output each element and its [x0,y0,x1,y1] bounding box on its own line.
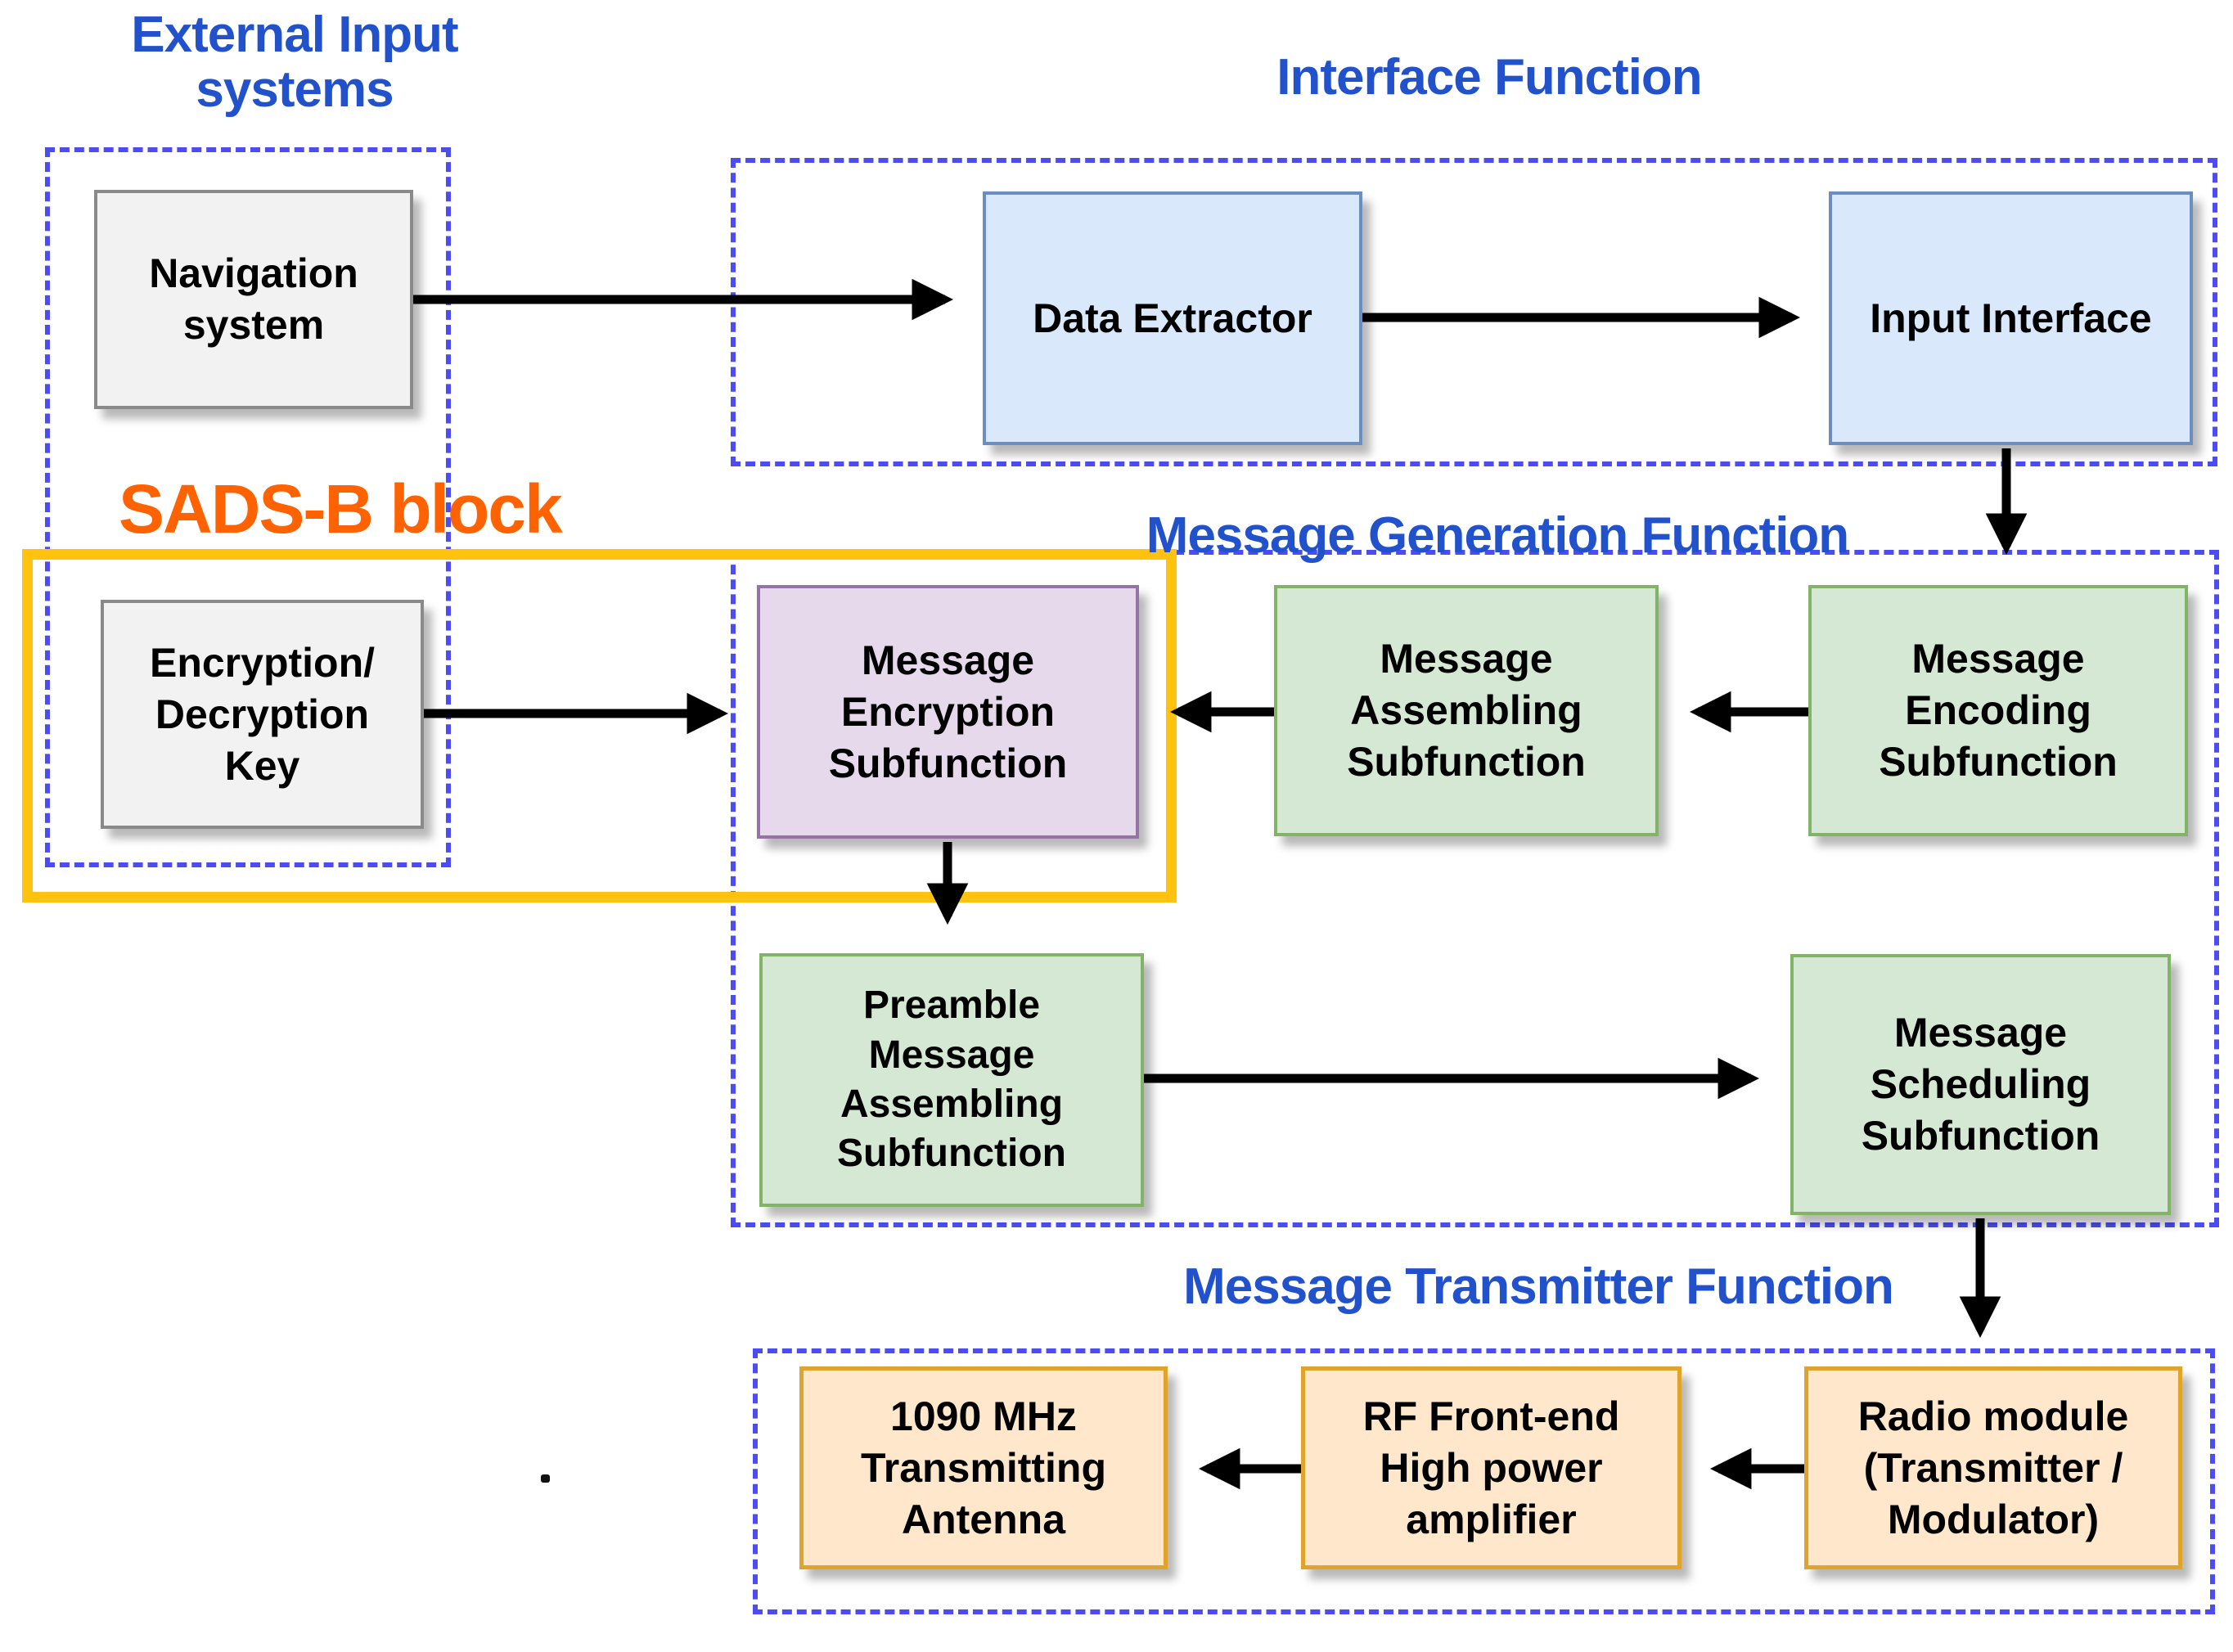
interface-function-group-box [731,158,2217,466]
sadsb-block-label: SADS-B block [119,470,563,547]
transmitting-antenna-block: 1090 MHz Transmitting Antenna [799,1366,1168,1569]
message-generation-group-label: Message Generation Function [1146,507,1849,564]
data-extractor-block: Data Extractor [983,191,1362,445]
input-interface-block: Input Interface [1829,191,2193,445]
navigation-system-block: Navigation system [94,190,413,409]
encryption-decryption-key-block: Encryption/ Decryption Key [101,600,424,829]
message-generation-group-box [731,550,2219,1227]
message-scheduling-subfunction-block: Message Scheduling Subfunction [1790,954,2171,1215]
interface-function-group-label: Interface Function [1276,49,1702,106]
rf-front-end-amplifier-block: RF Front-end High power amplifier [1301,1366,1682,1569]
message-assembling-subfunction-block: Message Assembling Subfunction [1274,585,1659,836]
message-transmitter-group-box [753,1348,2215,1614]
preamble-message-assembling-subfunction-block: Preamble Message Assembling Subfunction [759,953,1144,1207]
stray-dot [541,1474,550,1483]
message-encryption-subfunction-block: Message Encryption Subfunction [757,585,1139,839]
external-input-group-label: External Input systems [131,7,458,118]
message-transmitter-group-label: Message Transmitter Function [1183,1258,1894,1315]
radio-module-block: Radio module (Transmitter / Modulator) [1804,1366,2182,1569]
message-encoding-subfunction-block: Message Encoding Subfunction [1808,585,2188,836]
sadsb-block-box [22,549,1177,903]
external-input-group-box [45,147,451,867]
